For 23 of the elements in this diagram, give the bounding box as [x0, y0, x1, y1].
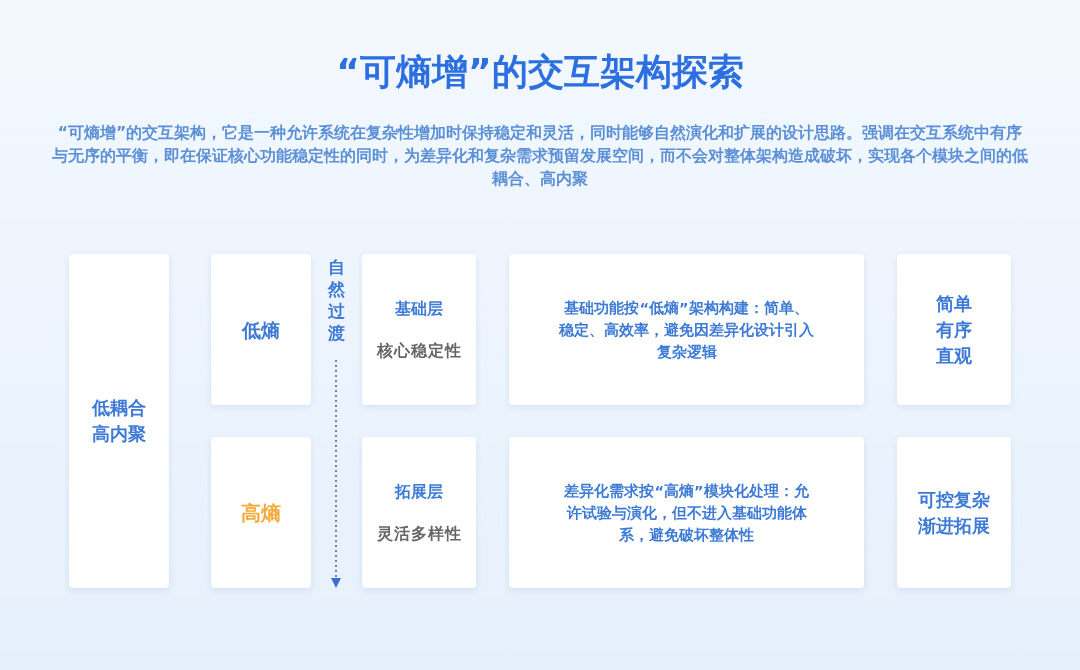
card-title: 简单有序直观 — [935, 291, 973, 368]
card — [211, 254, 311, 405]
card — [897, 254, 1011, 405]
card-title: 低熵 — [242, 317, 280, 343]
card-title: 差异化需求按“高熵”模块化处理：允许试验与演化，但不进入基础功能体系，避免破坏整体性 — [563, 481, 810, 545]
card — [509, 437, 864, 588]
card-subtitle: 灵活多样性 — [376, 522, 462, 545]
card — [69, 254, 169, 588]
card-title: 低耦合高内聚 — [90, 396, 147, 446]
card-title: 拓展层 — [395, 480, 443, 503]
card — [362, 437, 476, 588]
card-subtitle: 核心稳定性 — [376, 339, 462, 362]
card-title: 基础功能按“低熵”架构构建：简单、稳定、高效率，避免因差异化设计引入复杂逻辑 — [559, 298, 814, 362]
intro-text: “可熵增”的交互架构，它是一种允许系统在复杂性增加时保持稳定和灵活，同时能够自然演化和扩展的设计思路。强调在交互系统中有序与无序的平衡，即在保证核心功能稳定性的同时，为差异化和复杂需求预留发展空间，而不会对整体架构造成破坏，实现各个模块之间的低耦合、高内聚 — [51, 123, 1029, 190]
card-title: 高熵 — [241, 499, 281, 526]
card — [362, 254, 476, 405]
vertical-label: 自然过渡 — [326, 256, 346, 344]
card — [897, 437, 1011, 588]
page-title: “可熵增”的交互架构探索 — [335, 50, 745, 94]
card — [509, 254, 864, 405]
card-title: 可控复杂渐进拓展 — [917, 487, 991, 538]
card — [211, 437, 311, 588]
card-title: 基础层 — [395, 297, 443, 320]
